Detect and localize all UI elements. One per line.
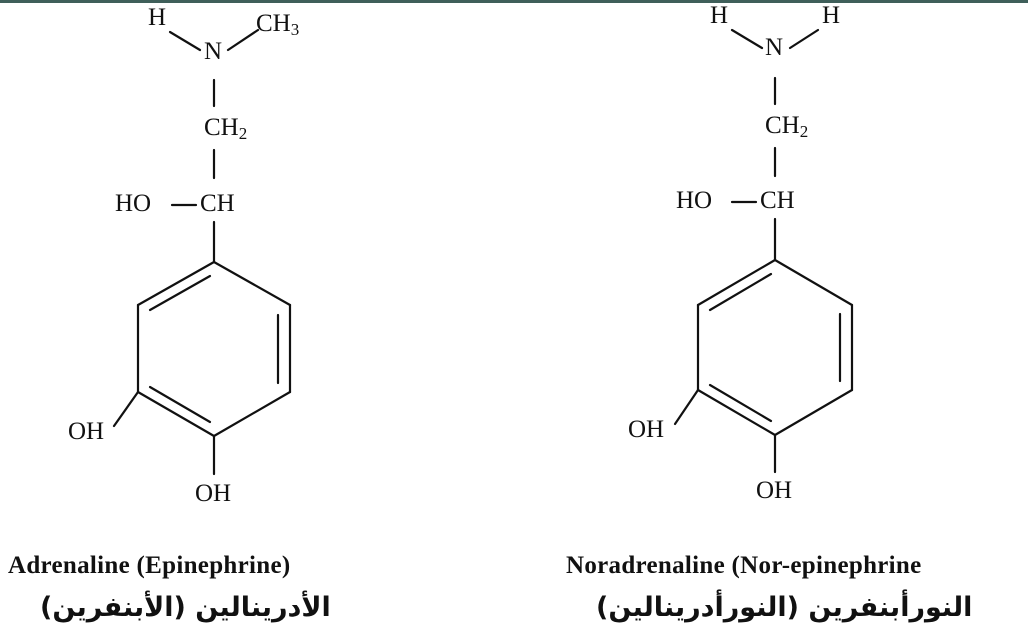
atom-ch3-sub: 3 (290, 20, 300, 39)
ring-inner-3 (148, 385, 212, 424)
ring-inner-1 (708, 272, 773, 312)
bond-ring-oh-left (112, 390, 140, 428)
atom-ho: HO (676, 187, 713, 214)
atom-ch3: CH3 (256, 10, 299, 38)
top-border (0, 0, 1028, 3)
atom-ch2: CH2 (765, 112, 808, 140)
bond-h-n (168, 30, 202, 52)
atom-h-right: H (822, 2, 841, 29)
bond-n-ch3 (226, 28, 260, 52)
atom-ho: HO (115, 190, 152, 217)
ring-inner-1 (148, 274, 212, 312)
bond-h1-n (730, 28, 764, 50)
bond-n-h2 (788, 28, 820, 50)
atom-n: N (765, 34, 784, 61)
atom-oh-left: OH (68, 418, 105, 445)
adrenaline-name-en: Adrenaline (Epinephrine) (8, 552, 291, 579)
ring-inner-3 (708, 383, 773, 423)
atom-ch2: CH2 (204, 114, 247, 142)
ring-bond-3 (773, 388, 854, 437)
atom-h: H (148, 4, 167, 31)
atom-ch2-sub: 2 (238, 124, 248, 143)
adrenaline-name-ar: الأدرينالين (الأبنفرين) (40, 592, 331, 623)
atom-ch2-c: CH (204, 114, 239, 141)
atom-oh-left: OH (628, 416, 665, 443)
ring-bond-6 (696, 258, 777, 307)
ring-bond-3 (212, 390, 292, 438)
ring-bond-1 (212, 260, 292, 307)
atom-ch2-sub: 2 (799, 122, 809, 141)
atom-ch2-c: CH (765, 112, 800, 139)
noradrenaline-name-en: Noradrenaline (Nor-epinephrine (566, 552, 922, 579)
ring-bond-4 (696, 388, 777, 437)
noradrenaline-name-ar: النورأبنفرين (النورأدرينالين) (596, 592, 973, 623)
ring-bond-4 (136, 390, 216, 438)
atom-oh-bottom: OH (756, 477, 793, 504)
noradrenaline-bonds (673, 28, 854, 474)
atom-h-left: H (710, 2, 729, 29)
ring-bond-6 (136, 260, 216, 307)
atom-oh-bottom: OH (195, 480, 232, 507)
ring-bond-1 (773, 258, 854, 307)
adrenaline-bonds (112, 28, 292, 476)
atom-ch: CH (200, 190, 235, 217)
atom-ch: CH (760, 187, 795, 214)
atom-n: N (204, 38, 223, 65)
bond-ring-oh-left (673, 388, 700, 426)
atom-ch3-c: CH (256, 10, 291, 37)
